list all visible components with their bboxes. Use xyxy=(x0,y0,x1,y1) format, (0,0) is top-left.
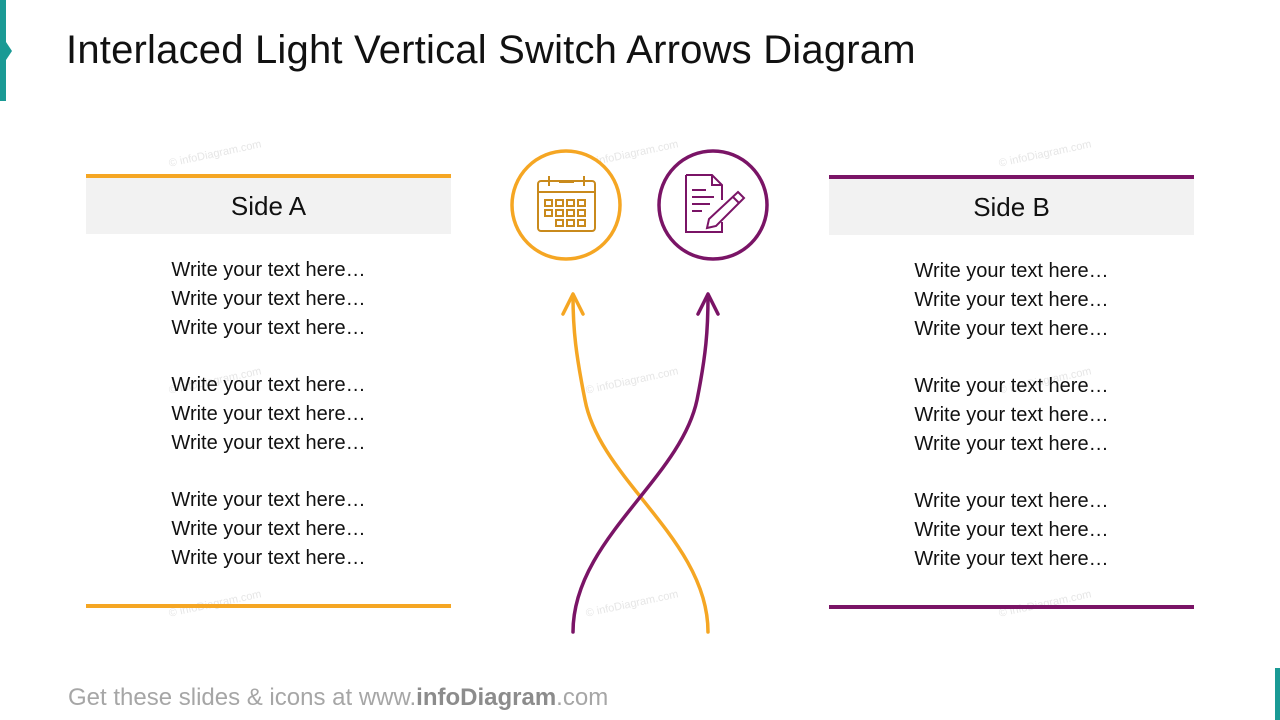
footer-suffix: .com xyxy=(556,684,609,711)
side-b-group-1: Write your text here… Write your text he… xyxy=(829,257,1194,344)
text-line: Write your text here… xyxy=(171,518,366,540)
footer-prefix: Get these slides & icons at www. xyxy=(68,684,417,711)
text-line: Write your text here… xyxy=(914,260,1109,282)
accent-corner xyxy=(1275,668,1280,720)
side-a-group-1: Write your text here… Write your text he… xyxy=(86,256,451,343)
text-line: Write your text here… xyxy=(914,375,1109,397)
document-edit-icon xyxy=(685,174,746,233)
side-b-heading: Side B xyxy=(829,179,1194,235)
page-title: Interlaced Light Vertical Switch Arrows … xyxy=(66,28,916,72)
text-line: Write your text here… xyxy=(171,259,366,281)
footer: Get these slides & icons at www.infoDiag… xyxy=(68,684,608,712)
side-b-group-3: Write your text here… Write your text he… xyxy=(829,487,1194,574)
side-a-top-rule xyxy=(86,174,451,178)
text-line: Write your text here… xyxy=(171,288,366,310)
text-line: Write your text here… xyxy=(914,289,1109,311)
text-line: Write your text here… xyxy=(171,317,366,339)
text-line: Write your text here… xyxy=(914,490,1109,512)
text-line: Write your text here… xyxy=(171,374,366,396)
side-a-panel: Side A Write your text here… Write your … xyxy=(86,174,451,608)
side-b-icon-circle xyxy=(657,149,769,261)
text-line: Write your text here… xyxy=(914,548,1109,570)
side-b-panel: Side B Write your text here… Write your … xyxy=(829,175,1194,609)
calendar-icon xyxy=(537,176,596,232)
footer-brand: infoDiagram xyxy=(416,684,557,711)
text-line: Write your text here… xyxy=(914,404,1109,426)
side-b-text: Write your text here… Write your text he… xyxy=(829,257,1194,574)
side-a-bottom-rule xyxy=(86,604,451,608)
side-b-bottom-rule xyxy=(829,605,1194,609)
side-a-icon-circle xyxy=(510,149,622,261)
side-b-group-2: Write your text here… Write your text he… xyxy=(829,372,1194,459)
accent-tab xyxy=(0,0,12,101)
text-line: Write your text here… xyxy=(171,489,366,511)
side-b-arrow xyxy=(571,292,720,634)
side-a-arrow xyxy=(561,292,710,634)
text-line: Write your text here… xyxy=(914,519,1109,541)
side-b-top-rule xyxy=(829,175,1194,179)
side-a-heading: Side A xyxy=(86,178,451,234)
text-line: Write your text here… xyxy=(171,432,366,454)
text-line: Write your text here… xyxy=(171,547,366,569)
text-line: Write your text here… xyxy=(914,318,1109,340)
text-line: Write your text here… xyxy=(171,403,366,425)
side-a-text: Write your text here… Write your text he… xyxy=(86,256,451,573)
text-line: Write your text here… xyxy=(914,433,1109,455)
side-a-group-2: Write your text here… Write your text he… xyxy=(86,371,451,458)
side-a-group-3: Write your text here… Write your text he… xyxy=(86,486,451,573)
